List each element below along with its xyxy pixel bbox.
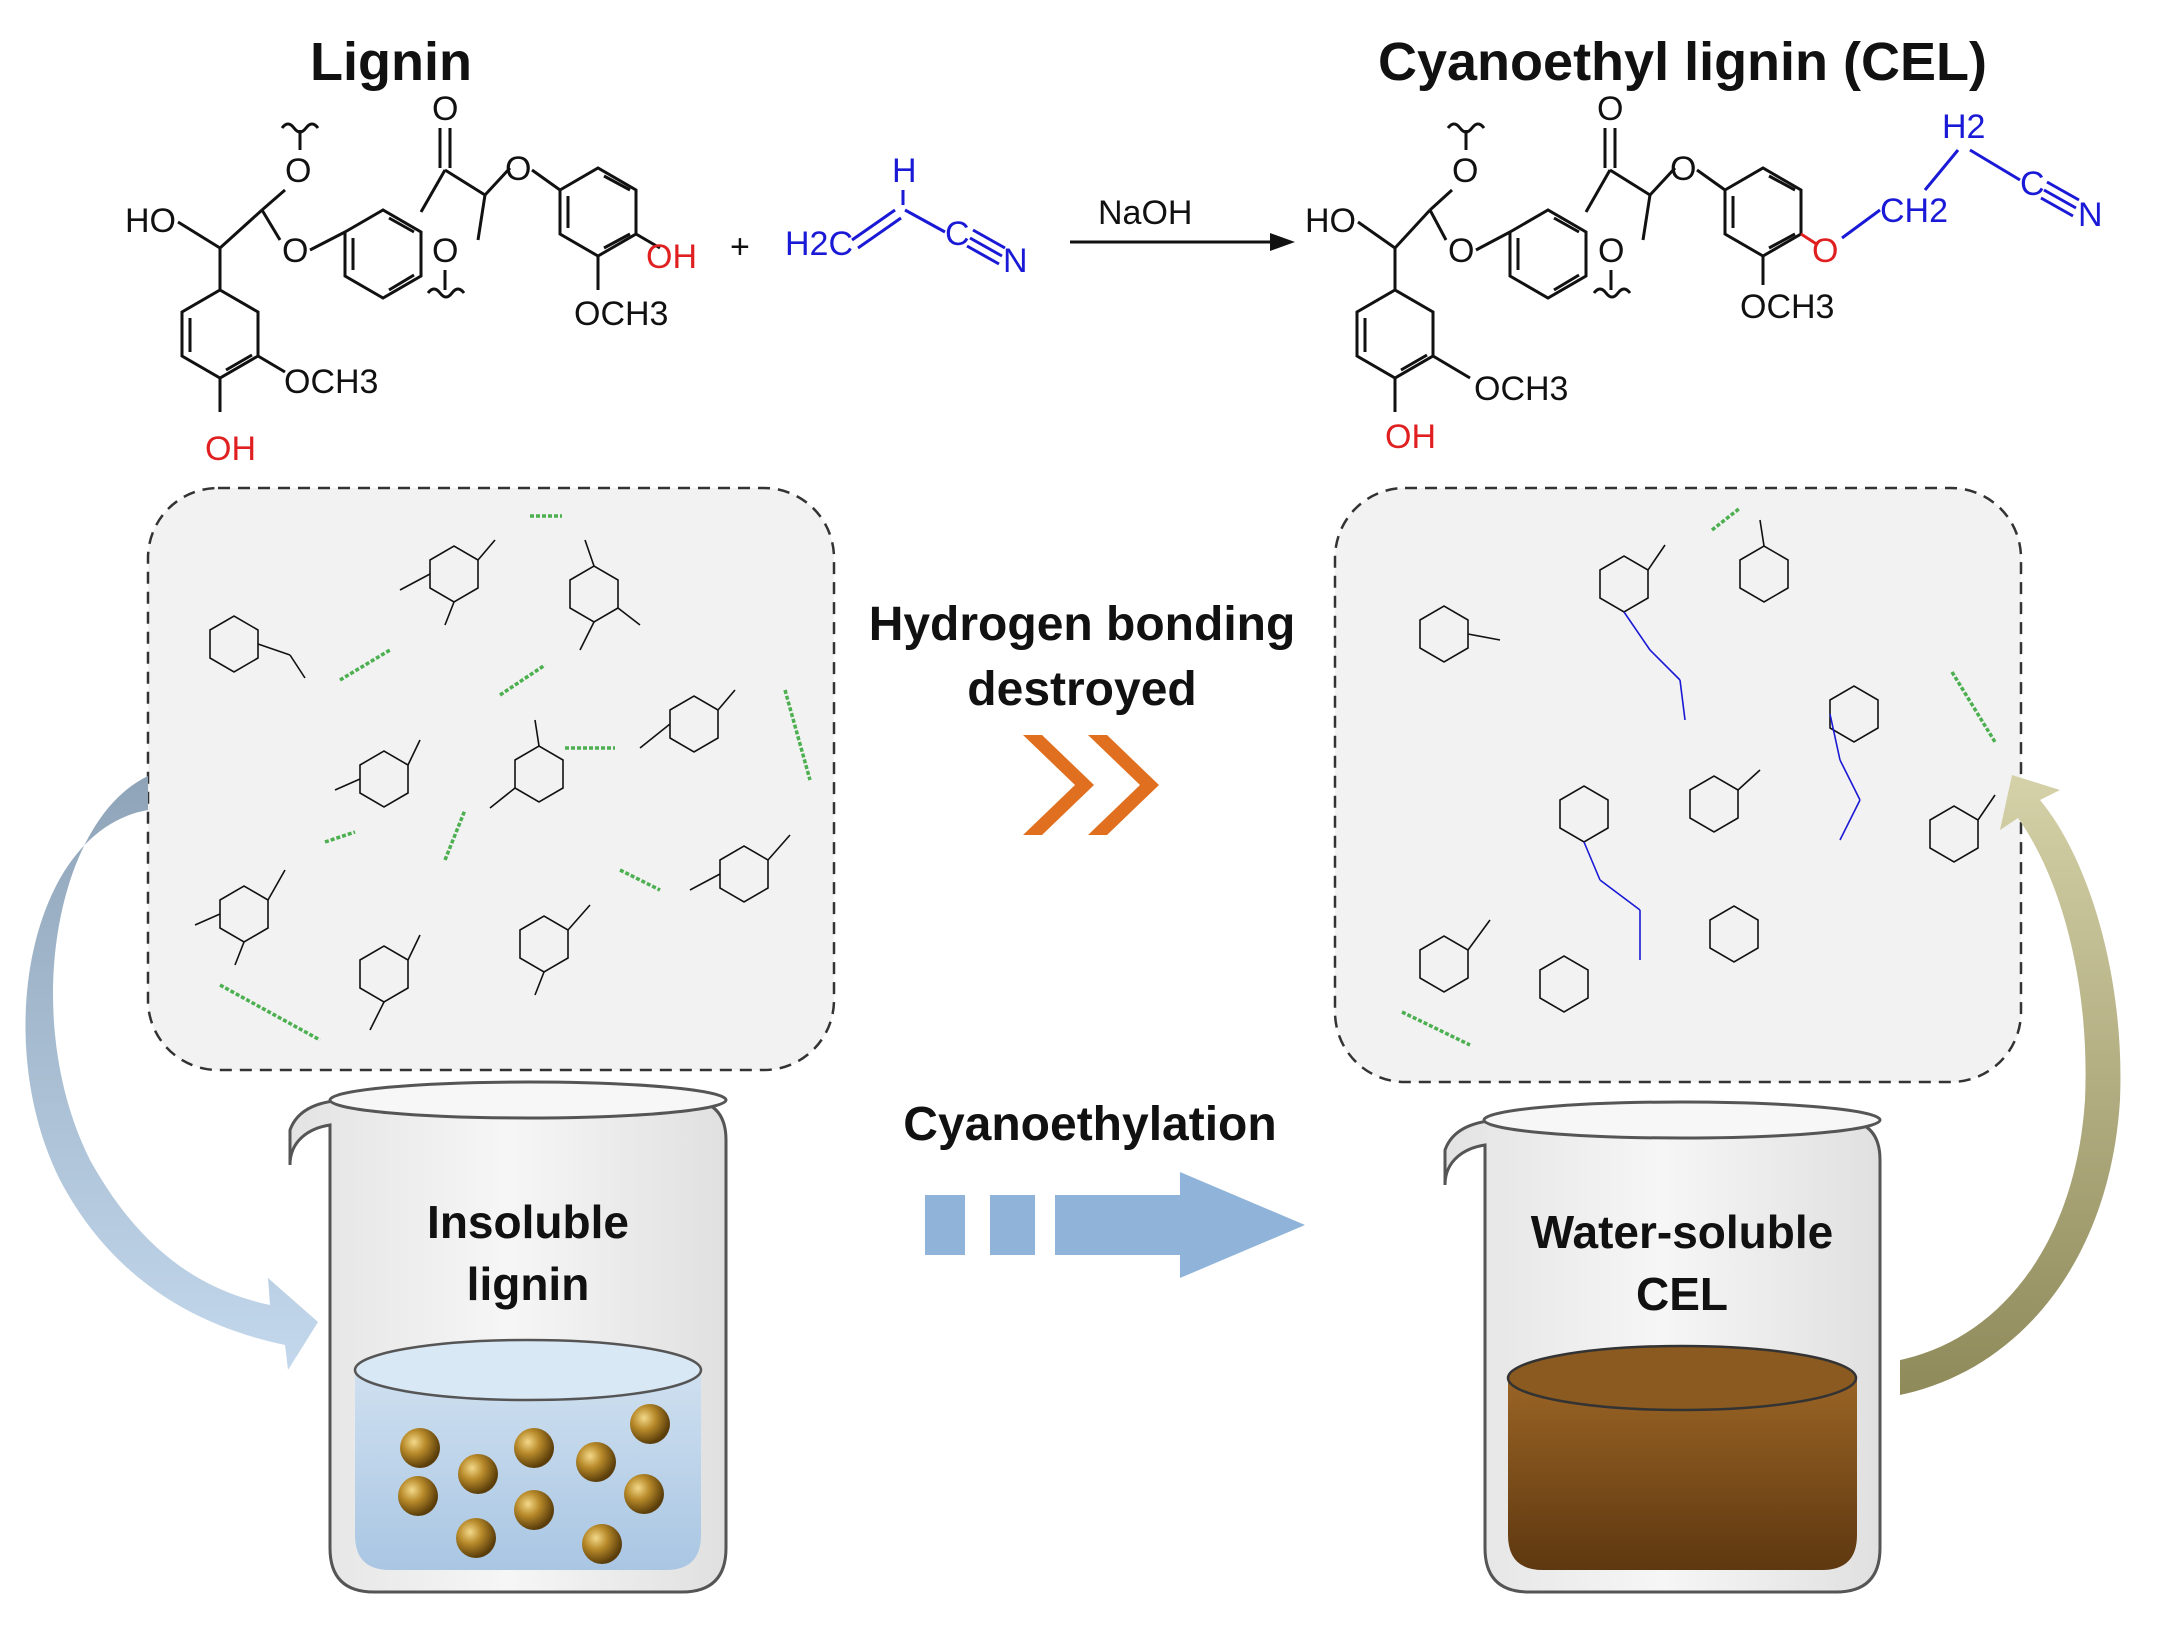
lignin-fragments bbox=[194, 539, 791, 1031]
cel-o-right: O bbox=[1670, 150, 1696, 188]
cel-fragments bbox=[1419, 519, 1996, 1013]
process-arrow bbox=[925, 1172, 1305, 1278]
cel-och3-right: OCH3 bbox=[1740, 288, 1834, 326]
lignin-title: Lignin bbox=[310, 32, 472, 92]
water-soluble-cel-beaker: Water-soluble CEL bbox=[1443, 1100, 1882, 1594]
right-curved-arrow bbox=[1900, 775, 2121, 1395]
left-beaker-line2: lignin bbox=[467, 1258, 590, 1310]
cel-och3-left: OCH3 bbox=[1474, 370, 1568, 408]
hbond-destroyed-line1: Hydrogen bonding bbox=[869, 598, 1296, 651]
double-chevron-arrow bbox=[1023, 735, 1159, 835]
catalyst-label: NaOH bbox=[1098, 194, 1192, 232]
insoluble-lignin-beaker: Insoluble lignin bbox=[288, 1080, 728, 1594]
cel-o-mid: O bbox=[1448, 232, 1474, 270]
lignin-ho: HO bbox=[125, 202, 176, 240]
cel-o-ether: O bbox=[1812, 232, 1838, 270]
reagent-h: H bbox=[892, 152, 917, 190]
reagent-c: C bbox=[945, 215, 970, 253]
lignin-o-carbonyl: O bbox=[432, 90, 458, 128]
lignin-oh-bottom: OH bbox=[205, 430, 256, 468]
left-curved-arrow bbox=[25, 776, 318, 1370]
reagent-n: N bbox=[1003, 242, 1028, 280]
remaining-hydrogen-bonds bbox=[1401, 506, 1997, 1047]
cel-c: C bbox=[2020, 165, 2045, 203]
lignin-hbond-panel bbox=[146, 486, 836, 1072]
lignin-o-right: O bbox=[505, 150, 531, 188]
cel-structure: O HO O OCH3 OH O O O O bbox=[1305, 90, 2103, 456]
lignin-o-top: O bbox=[285, 152, 311, 190]
plus-sign: + bbox=[730, 228, 750, 266]
cel-panel bbox=[1333, 486, 2023, 1084]
cel-o-carbonyl: O bbox=[1597, 90, 1623, 128]
acrylonitrile: H H2C C N bbox=[785, 152, 1028, 280]
cel-ho: HO bbox=[1305, 202, 1356, 240]
cel-ch2: CH2 bbox=[1880, 192, 1948, 230]
lignin-particles bbox=[398, 1404, 670, 1564]
lignin-och3-right: OCH3 bbox=[574, 295, 668, 333]
reaction-arrow: NaOH bbox=[1070, 194, 1295, 251]
cel-title: Cyanoethyl lignin (CEL) bbox=[1378, 32, 1987, 92]
hydrogen-bonds bbox=[219, 514, 812, 1042]
lignin-oh-right: OH bbox=[646, 238, 697, 276]
lignin-o-mid: O bbox=[282, 232, 308, 270]
lignin-structure: O HO O OCH3 OH O O O bbox=[125, 90, 697, 468]
cel-o-top: O bbox=[1452, 152, 1478, 190]
lignin-och3-left: OCH3 bbox=[284, 363, 378, 401]
cyanoethylation-label: Cyanoethylation bbox=[903, 1098, 1276, 1151]
lignin-o-bottom: O bbox=[432, 232, 458, 270]
cel-h2: H2 bbox=[1942, 108, 1985, 146]
right-beaker-line2: CEL bbox=[1636, 1268, 1728, 1320]
cel-o-bottom: O bbox=[1598, 232, 1624, 270]
reagent-h2c: H2C bbox=[785, 225, 853, 263]
hbond-destroyed-line2: destroyed bbox=[967, 663, 1196, 716]
left-beaker-line1: Insoluble bbox=[427, 1196, 629, 1248]
right-beaker-line1: Water-soluble bbox=[1531, 1206, 1833, 1258]
cel-oh-bottom: OH bbox=[1385, 418, 1436, 456]
cel-n: N bbox=[2078, 196, 2103, 234]
